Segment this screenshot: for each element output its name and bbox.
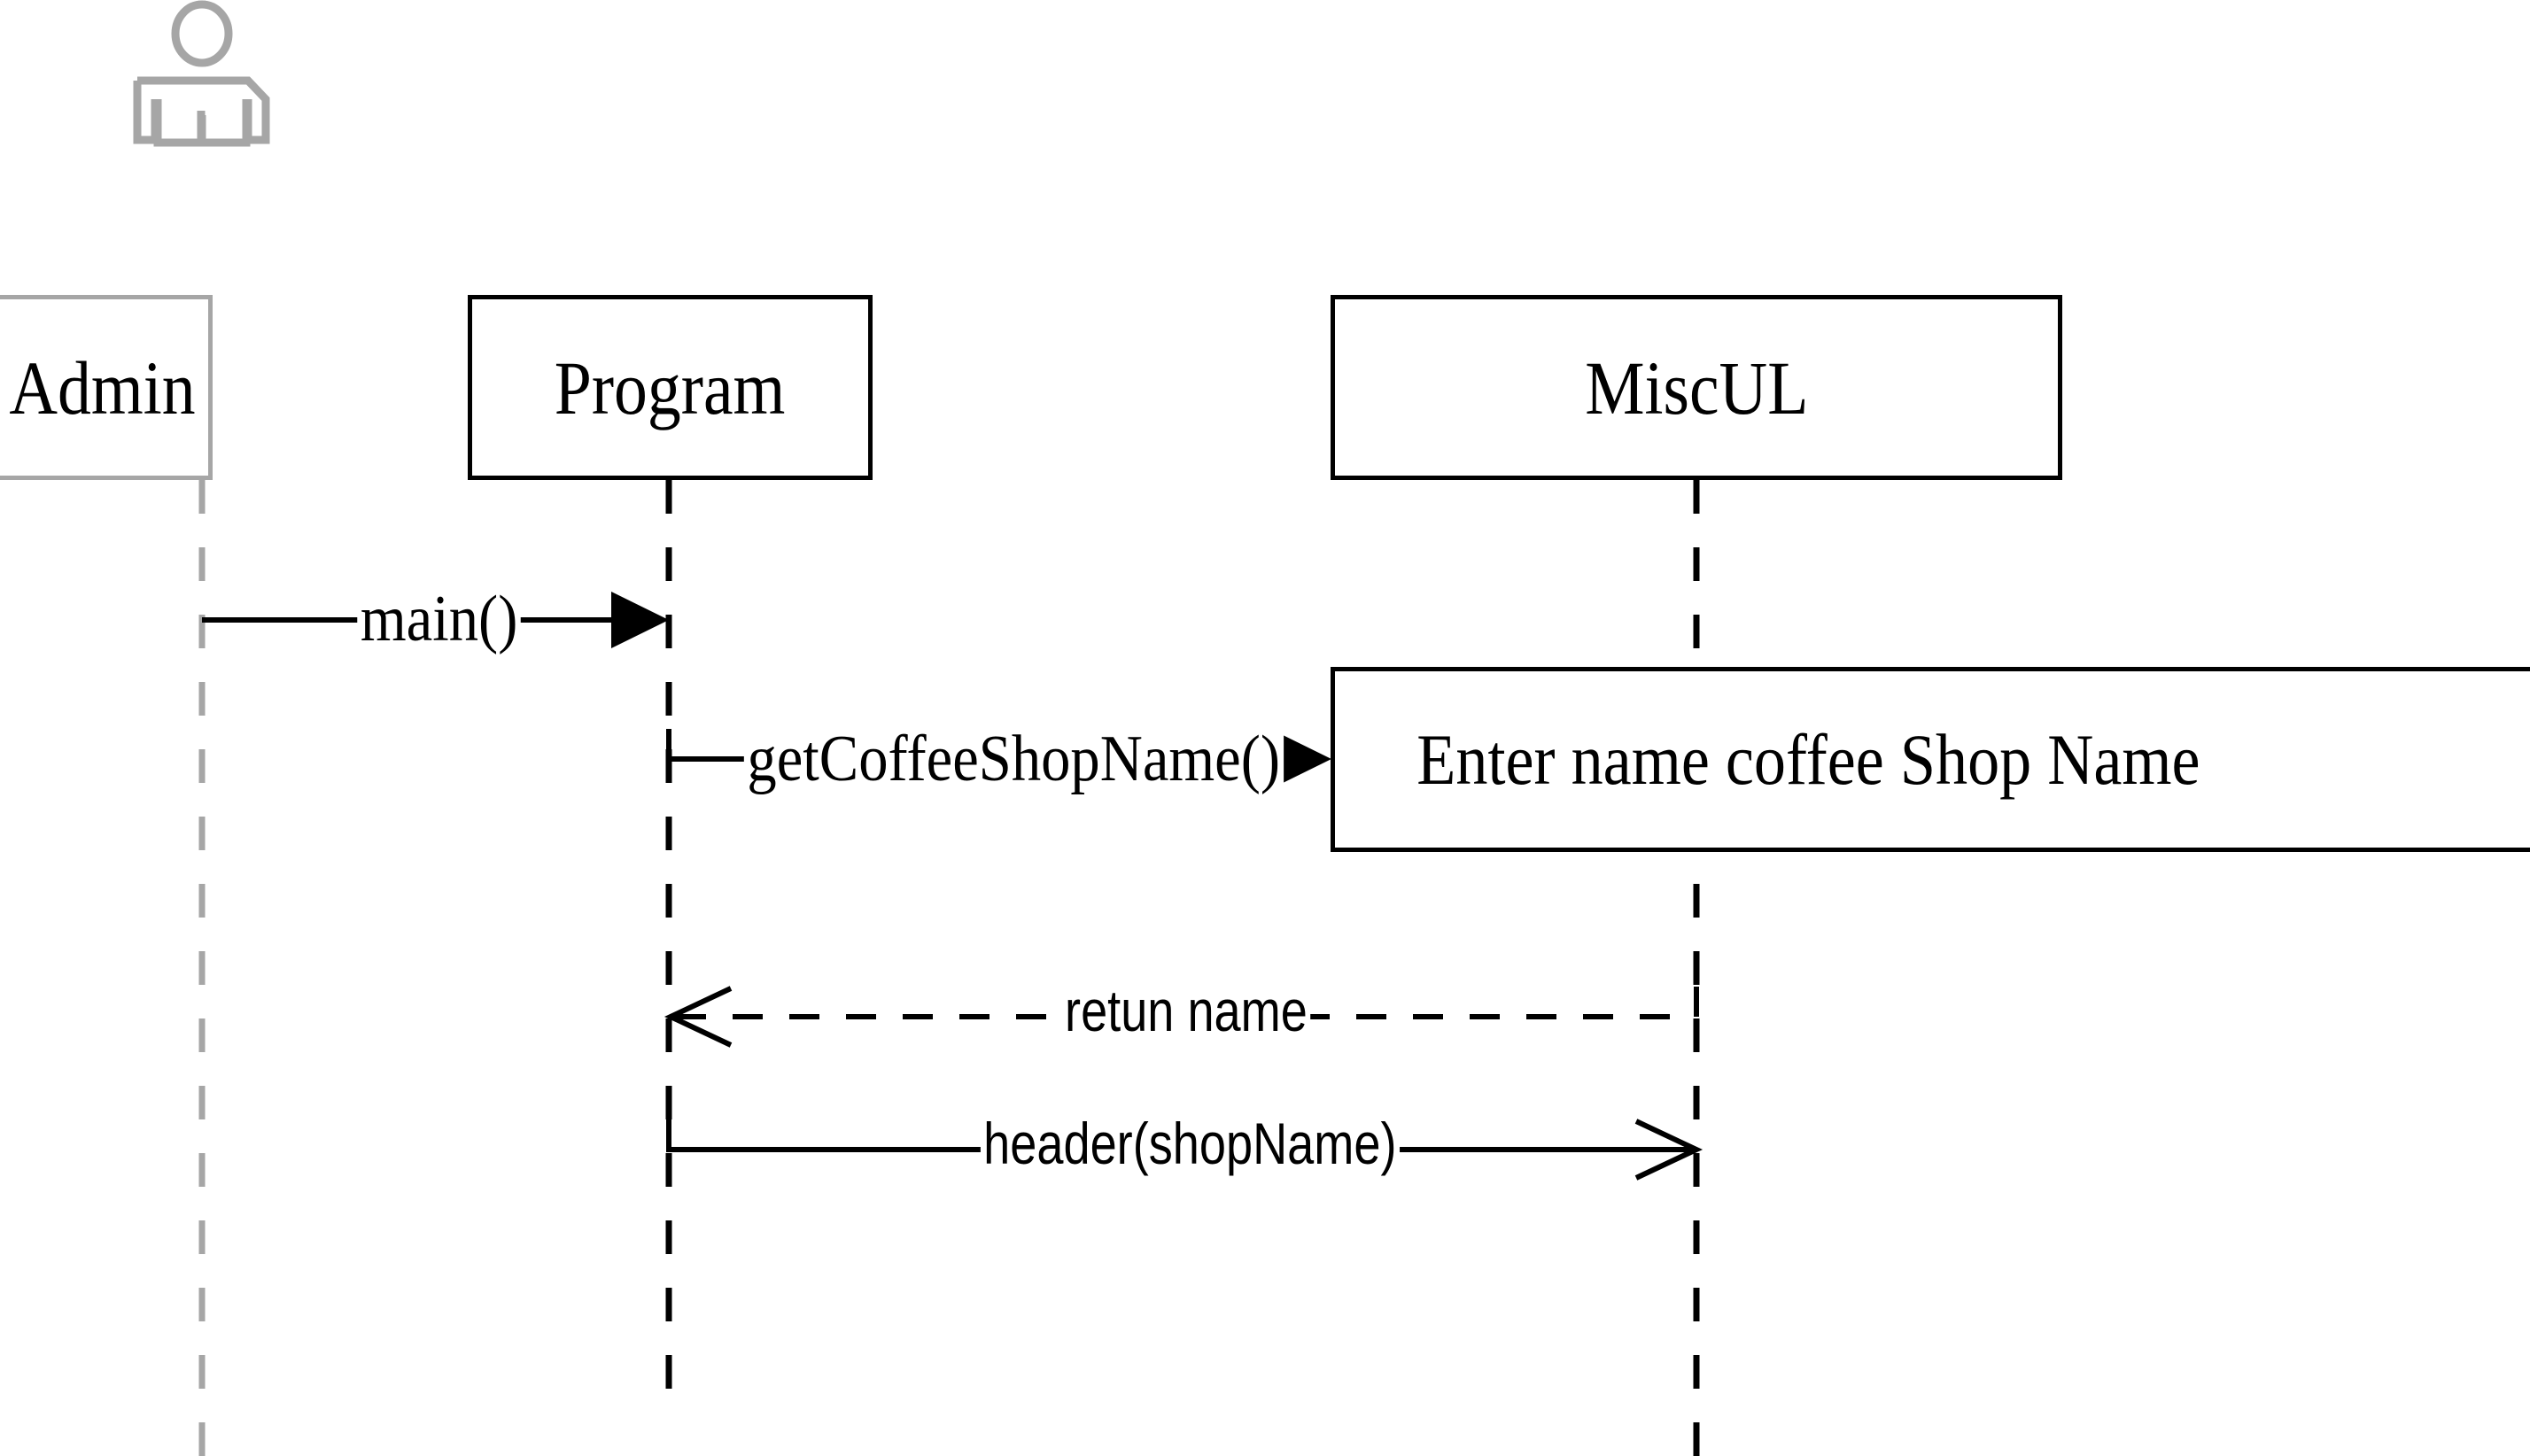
message-retun-name <box>664 986 1699 1048</box>
participant-label-miscul: MiscUL <box>1584 345 1809 430</box>
message-label-retun-name: retun name <box>1061 981 1311 1040</box>
participant-label-program: Program <box>555 345 786 430</box>
participant-box-program[interactable]: Program <box>468 295 873 480</box>
participant-label-admin: Admin <box>8 345 196 430</box>
actor-legs-icon <box>153 99 251 147</box>
participant-box-miscul[interactable]: MiscUL <box>1331 295 2062 480</box>
activation-box-label: Enter name coffee Shop Name <box>1416 718 2200 800</box>
message-label-header-shopname: header(shopName) <box>980 1114 1400 1173</box>
participant-box-admin[interactable]: Admin <box>0 295 213 480</box>
message-label-main: main() <box>357 586 521 652</box>
message-label-get-coffee-shop-name: getCoffeeShopName() <box>743 726 1284 792</box>
activation-box-enter-shop-name[interactable]: Enter name coffee Shop Name <box>1331 667 2530 852</box>
